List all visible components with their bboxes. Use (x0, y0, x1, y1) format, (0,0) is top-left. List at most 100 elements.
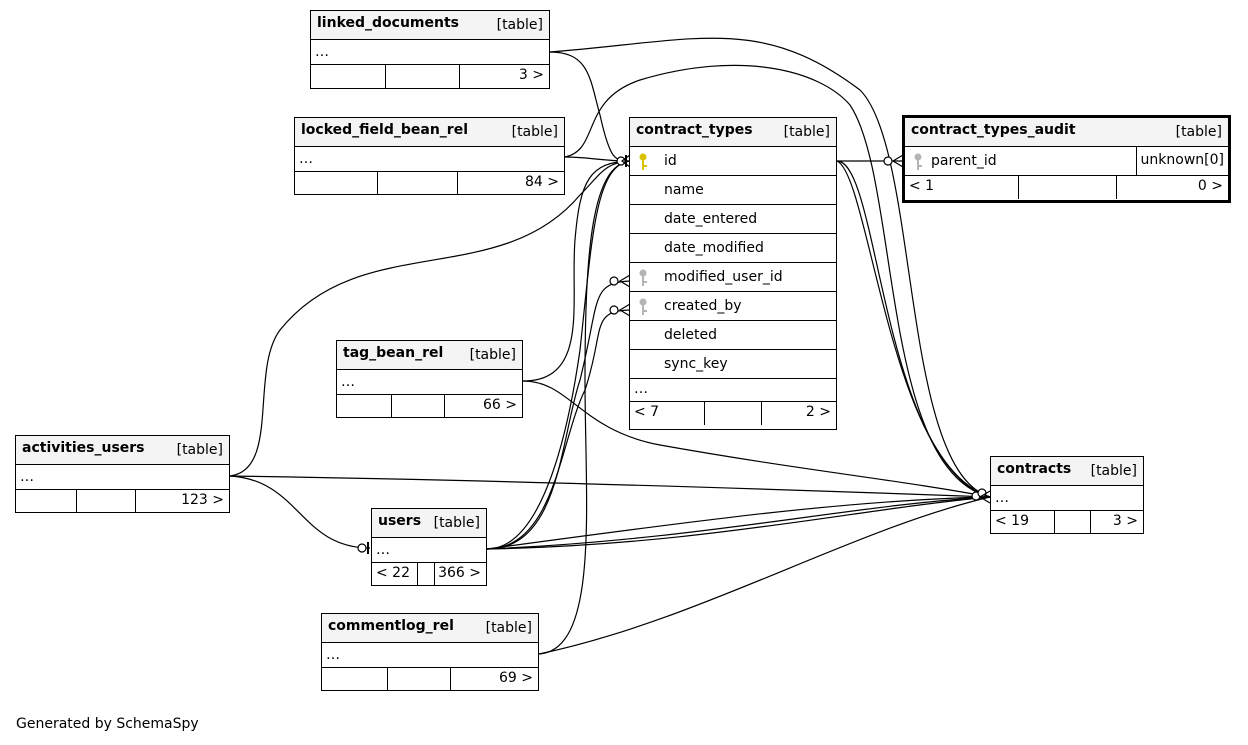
column-name: created_by (664, 298, 742, 314)
cardinality-circle (357, 543, 367, 553)
parents-count[interactable]: < 19 (995, 513, 1029, 529)
parents-count[interactable]: < 7 (634, 404, 660, 420)
table-name: users (378, 513, 422, 529)
column-name: date_entered (664, 211, 758, 227)
edge-users-contract-types-id (486, 160, 631, 550)
table-header: users [table] (372, 509, 486, 538)
table-footer: < 7 2 > (630, 402, 836, 425)
column-row-id[interactable]: id (630, 147, 836, 176)
table-commentlog-rel[interactable]: commentlog_rel [table] … 69 > (321, 613, 539, 691)
children-count[interactable]: 123 > (181, 492, 224, 508)
children-count[interactable]: 66 > (483, 397, 517, 413)
edge-activities-users (229, 475, 371, 549)
table-name: linked_documents (317, 15, 459, 31)
cardinality-circle (609, 276, 619, 286)
columns-ellipsis-row: … (991, 486, 1143, 511)
children-count[interactable]: 84 > (525, 174, 559, 190)
parents-count[interactable]: < 22 (376, 565, 410, 581)
cardinality-circle (883, 156, 893, 166)
columns-ellipsis-row: … (372, 538, 486, 563)
columns-ellipsis-row: … (16, 465, 229, 490)
foreign-key-icon (639, 269, 647, 286)
crowfoot (618, 274, 631, 288)
children-count[interactable]: 366 > (438, 565, 481, 581)
ellipsis: … (326, 647, 340, 663)
column-row-deleted[interactable]: deleted (630, 321, 836, 350)
ellipsis: … (634, 381, 648, 397)
table-type-label: [table] (783, 124, 830, 140)
ellipsis: … (299, 151, 313, 167)
table-type-label: [table] (496, 17, 543, 33)
ellipsis: … (995, 490, 1009, 506)
children-count[interactable]: 3 > (1112, 513, 1138, 529)
edge-commentlog-contracts (538, 496, 991, 655)
generated-by-credit: Generated by SchemaSpy (16, 716, 199, 732)
columns-ellipsis-row: … (337, 370, 522, 395)
crowfoot (621, 154, 631, 168)
cardinality-circle (609, 305, 619, 315)
columns-ellipsis-row: … (311, 40, 549, 65)
table-contract-types[interactable]: contract_types [table] id name date_ente… (629, 117, 837, 430)
column-row-date-entered[interactable]: date_entered (630, 205, 836, 234)
children-count[interactable]: 69 > (499, 670, 533, 686)
table-footer: < 1 0 > (905, 176, 1228, 199)
table-footer: 69 > (322, 668, 538, 691)
table-type-label: [table] (485, 620, 532, 636)
table-name: contract_types (636, 122, 753, 138)
edge-contract-types-contracts-b (836, 160, 991, 498)
table-header: contract_types_audit [table] (905, 118, 1228, 147)
table-header: commentlog_rel [table] (322, 614, 538, 643)
edge-locked-field-contracts (564, 64, 991, 498)
edge-commentlog-contract-types (538, 160, 631, 655)
column-name: name (664, 182, 704, 198)
table-linked-documents[interactable]: linked_documents [table] … 3 > (310, 10, 550, 89)
crowfoot (891, 154, 904, 168)
edge-activities-contracts (229, 475, 991, 498)
table-name: contracts (997, 461, 1072, 477)
column-row-sync-key[interactable]: sync_key (630, 350, 836, 379)
table-name: commentlog_rel (328, 618, 454, 634)
table-header: locked_field_bean_rel [table] (295, 118, 564, 147)
table-tag-bean-rel[interactable]: tag_bean_rel [table] … 66 > (336, 340, 523, 418)
columns-ellipsis-row: … (295, 147, 564, 172)
columns-ellipsis-row: … (322, 643, 538, 668)
table-users[interactable]: users [table] … < 22 366 > (371, 508, 487, 586)
table-contracts[interactable]: contracts [table] … < 19 3 > (990, 456, 1144, 534)
column-type: unknown[0] (1135, 147, 1228, 175)
column-row-date-modified[interactable]: date_modified (630, 234, 836, 263)
table-name: locked_field_bean_rel (301, 122, 468, 138)
table-type-label: [table] (1090, 463, 1137, 479)
ellipsis: … (376, 542, 390, 558)
table-footer: < 22 366 > (372, 563, 486, 586)
ellipsis: … (341, 374, 355, 390)
table-footer: 66 > (337, 395, 522, 418)
column-name: sync_key (664, 356, 728, 372)
table-locked-field-bean-rel[interactable]: locked_field_bean_rel [table] … 84 > (294, 117, 565, 195)
column-name: id (664, 153, 677, 169)
ellipsis: … (20, 469, 34, 485)
parents-count[interactable]: < 1 (909, 178, 935, 194)
column-row-created-by[interactable]: created_by (630, 292, 836, 321)
ellipsis: … (315, 44, 329, 60)
table-type-label: [table] (511, 124, 558, 140)
column-row-modified-user-id[interactable]: modified_user_id (630, 263, 836, 292)
table-header: contracts [table] (991, 457, 1143, 486)
column-row-parent-id[interactable]: parent_id unknown[0] (905, 147, 1228, 176)
table-header: linked_documents [table] (311, 11, 549, 40)
columns-ellipsis-row: … (630, 379, 836, 402)
children-count[interactable]: 0 > (1197, 178, 1223, 194)
edge-tag-bean-contracts (522, 380, 991, 498)
column-row-name[interactable]: name (630, 176, 836, 205)
edge-users-contracts-b (486, 496, 991, 550)
edge-tag-bean-contract-types (522, 160, 631, 382)
table-name: activities_users (22, 440, 145, 456)
children-count[interactable]: 2 > (805, 404, 831, 420)
table-header: contract_types [table] (630, 118, 836, 147)
edge-users-modified-user (486, 280, 631, 550)
table-type-label: [table] (176, 442, 223, 458)
table-contract-types-audit[interactable]: contract_types_audit [table] parent_id u… (902, 115, 1231, 203)
children-count[interactable]: 3 > (518, 67, 544, 83)
column-name: deleted (664, 327, 717, 343)
table-activities-users[interactable]: activities_users [table] … 123 > (15, 435, 230, 513)
